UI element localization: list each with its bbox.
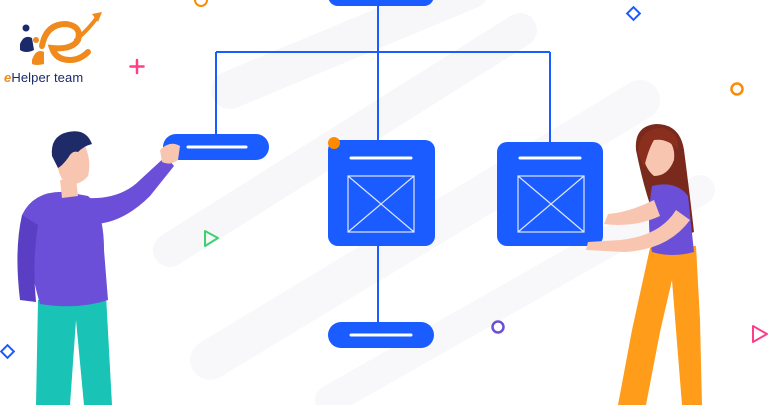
ehelper-logo-icon <box>20 12 102 65</box>
orange-dot <box>328 137 340 149</box>
bottom-node <box>328 322 434 348</box>
play-triangle-icon <box>204 230 219 247</box>
brand-name-prefix: e <box>4 70 12 85</box>
image-placeholder-icon <box>347 175 415 233</box>
play-triangle-icon <box>752 325 768 343</box>
diamond-icon <box>625 5 642 22</box>
center-image-node <box>328 140 435 246</box>
brand-logo[interactable]: eHelper team <box>4 10 114 90</box>
brand-name: eHelper team <box>4 70 83 85</box>
orange-arc <box>194 0 208 7</box>
right-image-node <box>497 142 603 246</box>
diamond-icon <box>0 343 16 360</box>
man-figure <box>17 131 180 405</box>
ring-icon <box>491 320 505 334</box>
top-node <box>328 0 434 6</box>
connector-lines <box>215 0 551 322</box>
woman-figure <box>586 124 702 405</box>
plus-icon <box>129 58 145 75</box>
image-placeholder-icon <box>517 175 585 233</box>
left-node <box>163 134 269 160</box>
decorative-shapes <box>0 0 768 360</box>
ring-icon <box>730 82 744 96</box>
brand-name-text: Helper team <box>11 70 84 85</box>
